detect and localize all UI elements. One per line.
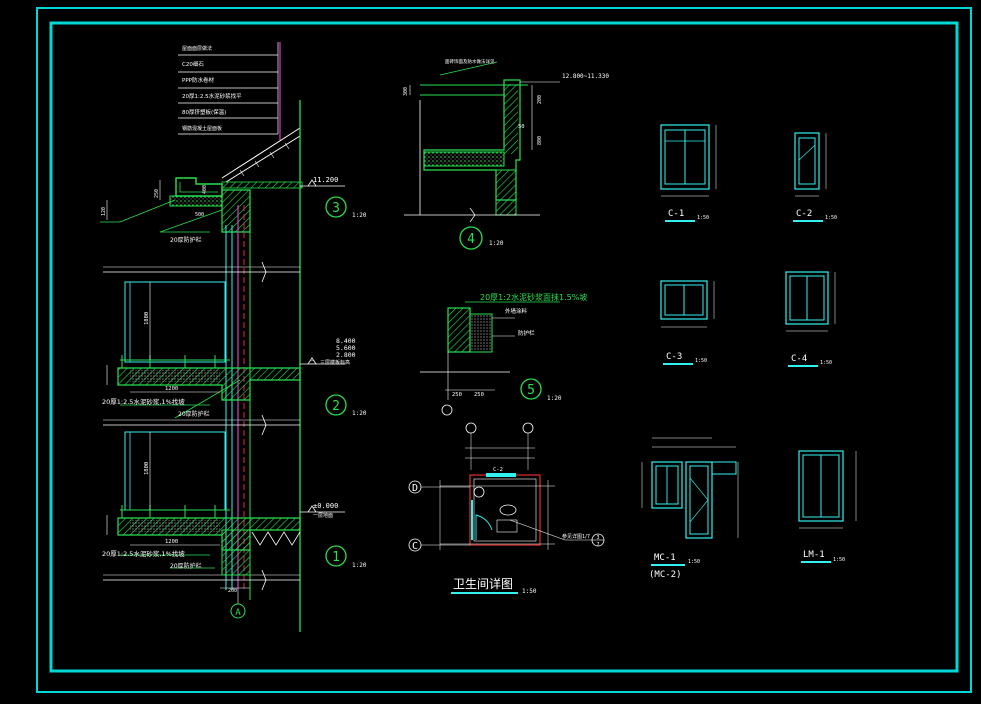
dimension: 400 <box>202 185 208 194</box>
dimension: 1200 <box>165 386 178 392</box>
detail-mark-5: 5 <box>527 383 535 398</box>
axis-label-d: D <box>412 483 418 494</box>
window-callout: C-2 <box>493 467 503 473</box>
index-bottom: 7 <box>596 542 599 548</box>
note-guard-c: 20厚防护栏 <box>170 562 202 570</box>
note-mortar-1: 20厚1:2.5水泥砂浆,1%找坡 <box>102 549 185 558</box>
elevation-ground-note: 一层地面 <box>313 512 333 519</box>
detail-mark-4: 4 <box>467 232 475 247</box>
detail-mark-3: 3 <box>332 201 340 216</box>
note-guard-b: 20厚防护栏 <box>178 410 210 418</box>
bathroom-detail: C-2 D C 参见详图1/7 3 7 卫生间详图 1:50 <box>408 422 605 595</box>
bathroom-title: 卫生间详图 <box>453 576 513 591</box>
detail-bubble-4 <box>459 226 483 250</box>
window-scale-c3: 1:50 <box>695 358 707 364</box>
roof-note: C20细石 <box>182 60 204 68</box>
index-top: 3 <box>596 535 599 541</box>
roof-notes-table <box>178 42 279 135</box>
elevation-ground: ±0.000 <box>313 502 338 510</box>
elevation-mid: 8.400 <box>336 337 356 345</box>
elevation-mid-note: 二、三层楼板标高 <box>310 359 350 366</box>
dimension: 50 <box>518 124 525 130</box>
door-mc1: MC-1 1:50 (MC-2) <box>641 437 739 580</box>
elevation-roof: 11.200 <box>313 176 338 184</box>
window-scale-c4: 1:50 <box>820 360 832 366</box>
detail-bubble-5 <box>520 378 542 400</box>
door-label-lm1: LM-1 <box>803 550 825 560</box>
roof-note: 屋面面层做法 <box>182 45 212 52</box>
detail-bubble-3 <box>325 196 347 218</box>
detail-scale-1: 1:20 <box>352 562 367 569</box>
bathroom-scale: 1:50 <box>522 588 537 595</box>
dimension: 500 <box>195 212 204 218</box>
detail5-note2: 外墙涂料 <box>505 307 528 315</box>
detail5-note1: 20厚1:2水泥砂浆面抹1.5%坡 <box>480 292 587 302</box>
dimension: 200 <box>537 95 543 104</box>
window-label-c4: C-4 <box>791 354 807 364</box>
dimension: 1800 <box>144 462 150 475</box>
roof-note: PPP防水卷材 <box>182 76 214 84</box>
axis-label-a: A <box>235 608 241 618</box>
detail-4: 面砖饰面及防水做法详见 12.800~11.330 300 200 50 800… <box>403 58 609 250</box>
detail5-note3: 防护栏 <box>518 329 535 337</box>
detail4-note: 面砖饰面及防水做法详见 <box>445 58 495 65</box>
window-scale-c1: 1:50 <box>697 215 709 221</box>
detail-scale-2: 1:20 <box>352 410 367 417</box>
note-mortar-2: 20厚1:2.5水泥砂浆,1%找坡 <box>102 397 185 406</box>
roof-gutter <box>169 177 251 233</box>
window-c4: C-4 1:50 <box>785 271 836 367</box>
window-c1: C-1 1:50 <box>660 124 717 222</box>
dimension: 250 <box>452 392 462 398</box>
window-scale-c2: 1:50 <box>825 215 837 221</box>
axis-label-c: C <box>412 541 418 552</box>
detail4-elevation: 12.800~11.330 <box>562 73 609 80</box>
roof-note: 20厚1:2.5水泥砂浆找平 <box>182 92 242 100</box>
door-lm1: LM-1 1:50 <box>798 450 857 563</box>
window-c3: C-3 1:50 <box>660 280 715 365</box>
axis-bubble <box>441 404 453 416</box>
axis-bubble <box>465 422 477 434</box>
door-scale-lm1: 1:50 <box>833 557 845 563</box>
door-label-mc1: MC-1 <box>654 553 676 563</box>
dimension: 1200 <box>165 539 178 545</box>
roof-slope <box>221 127 303 189</box>
axis-bubble-a <box>230 603 246 619</box>
detail-bubble-1 <box>325 545 347 567</box>
bathroom-note: 参见详图1/7 <box>562 533 590 540</box>
wall-section: 屋面面层做法 C20细石 PPP防水卷材 20厚1:2.5水泥砂浆找平 80厚挤… <box>100 42 367 632</box>
detail-scale-5: 1:20 <box>547 395 562 402</box>
window-label-c1: C-1 <box>668 209 684 219</box>
detail-bubble-2 <box>325 394 347 416</box>
dimension: 800 <box>537 136 543 145</box>
detail-mark-1: 1 <box>332 550 340 565</box>
elevation-mid: 2.800 <box>336 351 356 359</box>
window-c2: C-2 1:50 <box>793 132 837 222</box>
detail-scale-3: 1:20 <box>352 212 367 219</box>
inner-frame <box>49 21 959 673</box>
axis-bubble <box>522 422 534 434</box>
dimension: 120 <box>101 207 107 216</box>
elevation-mid: 5.600 <box>336 344 356 352</box>
detail-5: 20厚1:2水泥砂浆面抹1.5%坡 外墙涂料 防护栏 250 250 5 1:2… <box>420 292 587 416</box>
roof-note: 钢筋混凝土屋面板 <box>182 125 222 132</box>
detail-scale-4: 1:20 <box>489 240 504 247</box>
dimension: 250 <box>154 189 160 198</box>
window-label-c3: C-3 <box>666 352 682 362</box>
door-sub-label-mc2: (MC-2) <box>649 570 682 580</box>
dimension: 200 <box>228 588 237 594</box>
dimension: 1800 <box>144 312 150 325</box>
roof-note: 80厚挤塑板(保温) <box>182 108 226 116</box>
window-label-c2: C-2 <box>796 209 812 219</box>
dimension: 250 <box>474 392 484 398</box>
note-guard-a: 20厚防护栏 <box>170 236 202 244</box>
balcony-railing <box>120 505 230 518</box>
outer-frame <box>36 7 972 693</box>
dimension: 300 <box>403 87 409 96</box>
detail-mark-2: 2 <box>332 399 340 414</box>
door-scale-mc1: 1:50 <box>688 559 700 565</box>
